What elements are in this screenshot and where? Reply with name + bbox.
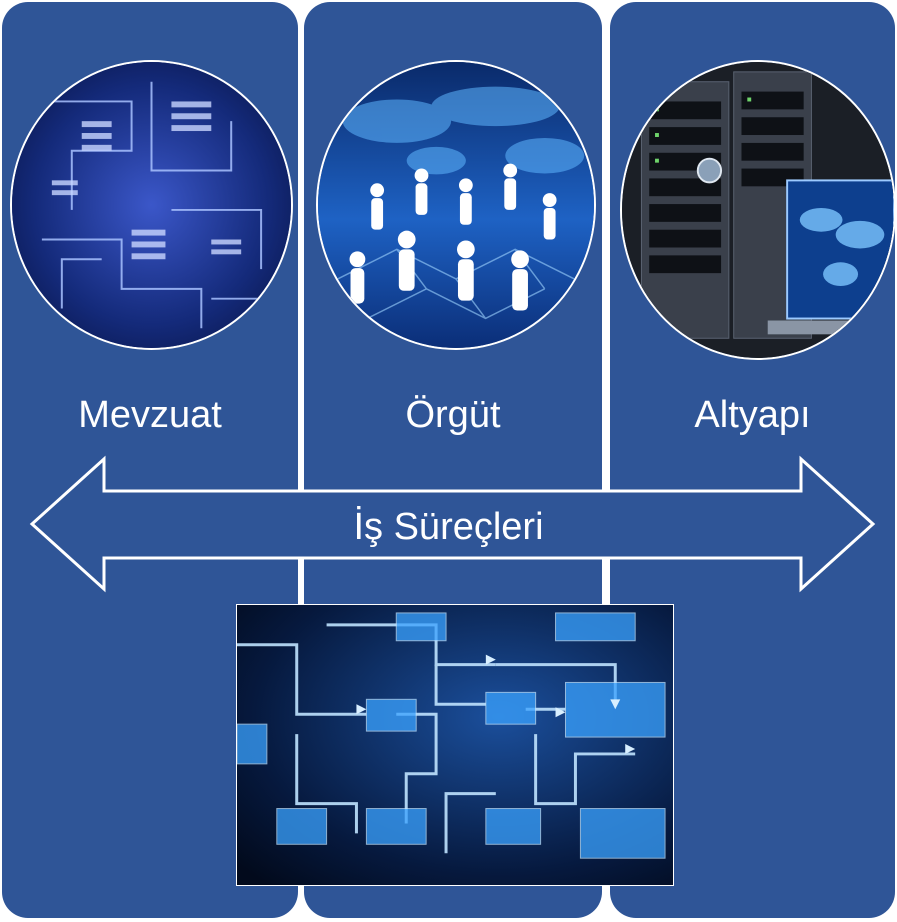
circuit-board-image	[10, 60, 293, 350]
server-racks-image	[620, 60, 896, 360]
column-label-mevzuat: Mevzuat	[78, 394, 222, 436]
process-flowchart-image	[236, 604, 674, 886]
people-network-image	[316, 60, 596, 350]
arrow-label: İş Süreçleri	[353, 506, 544, 548]
column-label-altyapi: Altyapı	[694, 394, 811, 436]
column-label-orgut: Örgüt	[405, 394, 501, 436]
